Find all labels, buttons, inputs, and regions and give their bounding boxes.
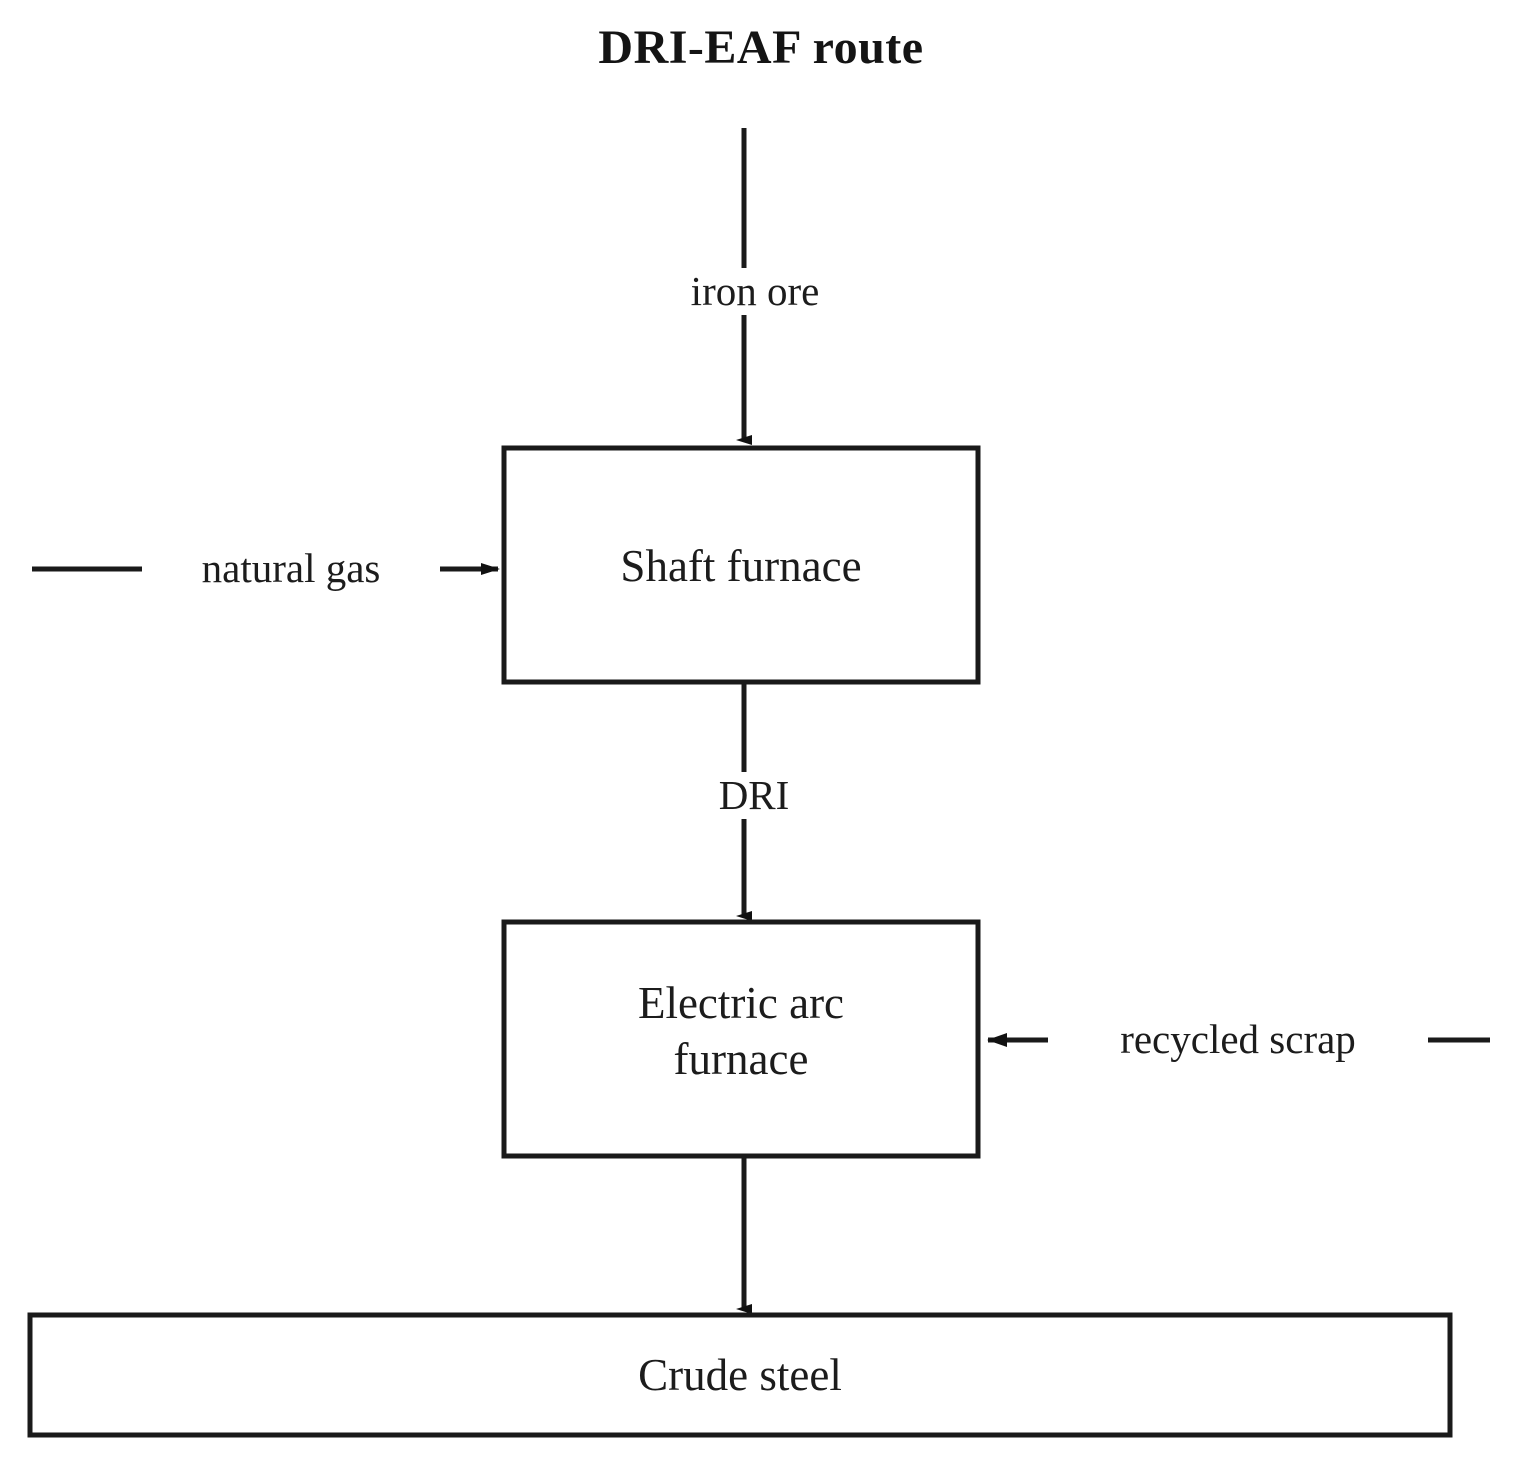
page-title: DRI-EAF route: [598, 21, 924, 74]
edge-label-dri: DRI: [668, 772, 840, 819]
node-shaft-furnace-box: [501, 445, 981, 685]
node-crude-steel-box: [27, 1312, 1453, 1438]
node-shaft-furnace-label: Shaft furnace: [620, 541, 862, 591]
node-electric-arc-furnace-label-line2: furnace: [673, 1034, 809, 1085]
node-electric-arc-furnace-label: Electric arc furnace: [504, 975, 978, 1088]
edge-label-recycled-scrap: recycled scrap: [1048, 1016, 1428, 1063]
node-crude-steel-label: Crude steel: [638, 1350, 842, 1400]
node-electric-arc-furnace-box: [501, 919, 981, 1159]
node-electric-arc-furnace-label-line1: Electric arc: [637, 978, 845, 1028]
edge-label-natural-gas: natural gas: [142, 545, 440, 592]
edge-label-iron-ore: iron ore: [615, 268, 895, 315]
